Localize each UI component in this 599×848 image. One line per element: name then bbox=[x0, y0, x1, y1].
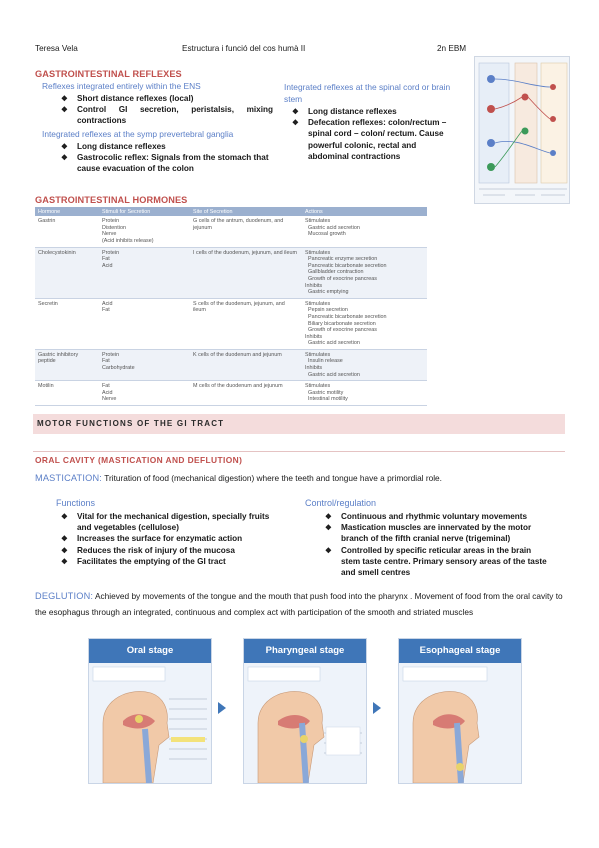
table-cell: S cells of the duodenum, jejunum, and il… bbox=[190, 298, 302, 350]
pharyngeal-stage-illustration bbox=[247, 666, 362, 784]
deglution-text: Achieved by movements of the tongue and … bbox=[35, 591, 563, 617]
list-item: Gastrocolic reflex: Signals from the sto… bbox=[61, 152, 273, 174]
motor-functions-title: MOTOR FUNCTIONS OF THE GI TRACT bbox=[37, 419, 225, 428]
stage-title: Esophageal stage bbox=[399, 639, 521, 663]
functions-subtitle: Functions bbox=[56, 498, 96, 508]
mastication-paragraph: MASTICATION: Trituration of food (mechan… bbox=[35, 471, 565, 486]
table-cell: Stimulates Gastric motility Intestinal m… bbox=[302, 380, 427, 407]
spinal-list: Long distance reflexes Defecation reflex… bbox=[292, 106, 448, 162]
motor-functions-bar: MOTOR FUNCTIONS OF THE GI TRACT bbox=[33, 414, 565, 434]
list-item: Continuous and rhythmic voluntary moveme… bbox=[325, 511, 550, 522]
course-year: 2n EBM bbox=[437, 44, 467, 53]
column-header: Site of Secretion bbox=[190, 207, 302, 217]
table-cell: Gastrin bbox=[35, 216, 99, 248]
table-cell: Stimulates Pancreatic enzyme secretion P… bbox=[302, 247, 427, 299]
list-item: Long distance reflexes bbox=[61, 141, 273, 152]
pharyngeal-stage-panel: Pharyngeal stage bbox=[243, 638, 367, 784]
list-item: Reduces the risk of injury of the mucosa bbox=[61, 545, 285, 556]
list-item: Short distance reflexes (local) bbox=[61, 93, 273, 104]
deglution-paragraph: DEGLUTION: Achieved by movements of the … bbox=[35, 589, 565, 620]
control-list: Continuous and rhythmic voluntary moveme… bbox=[325, 511, 550, 578]
column-header: Hormone bbox=[35, 207, 99, 217]
symp-subtitle: Integrated reflexes at the symp preverte… bbox=[42, 129, 234, 139]
author-name: Teresa Vela bbox=[35, 44, 78, 53]
column-header: Stimuli for Secretion bbox=[99, 207, 190, 217]
list-item: Vital for the mechanical digestion, spec… bbox=[61, 511, 285, 533]
gi-reflexes-title: GASTROINTESTINAL REFLEXES bbox=[35, 69, 182, 79]
table-cell: M cells of the duodenum and jejunum bbox=[190, 380, 302, 407]
list-item: Mastication muscles are innervated by th… bbox=[325, 522, 550, 544]
hormones-table: Hormone Stimuli for Secretion Site of Se… bbox=[35, 207, 427, 407]
table-cell: Fat Acid Nerve bbox=[99, 380, 190, 407]
functions-list: Vital for the mechanical digestion, spec… bbox=[61, 511, 285, 567]
list-item: Control GI secretion, peristalsis, mixin… bbox=[61, 104, 273, 126]
section-divider bbox=[33, 451, 565, 452]
deglution-label: DEGLUTION: bbox=[35, 591, 94, 601]
arrow-right-icon bbox=[218, 702, 226, 714]
table-cell: Gastric inhibitory peptide bbox=[35, 349, 99, 382]
table-cell: G cells of the antrum, duodenum, and jej… bbox=[190, 216, 302, 248]
symp-list: Long distance reflexes Gastrocolic refle… bbox=[61, 141, 273, 175]
swallowing-stages-figure: Oral stage Pharyngeal stage bbox=[88, 638, 522, 784]
column-header: Actions bbox=[302, 207, 427, 217]
oral-cavity-title: ORAL CAVITY (MASTICATION AND DEFLUTION) bbox=[35, 455, 243, 465]
list-item: Defecation reflexes: colon/rectum – spin… bbox=[292, 117, 448, 162]
reflex-pathway-illustration bbox=[478, 62, 568, 196]
table-cell: Cholecystokinin bbox=[35, 247, 99, 299]
table-cell: Stimulates Insulin release Inhibits Gast… bbox=[302, 349, 427, 382]
table-cell: Motilin bbox=[35, 380, 99, 407]
table-cell: Stimulates Pepsin secretion Pancreatic b… bbox=[302, 298, 427, 350]
table-cell: Acid Fat bbox=[99, 298, 190, 350]
mastication-text: Trituration of food (mechanical digestio… bbox=[102, 473, 442, 483]
spinal-subtitle: Integrated reflexes at the spinal cord o… bbox=[284, 82, 451, 104]
table-cell: Stimulates Gastric acid secretion Mucosa… bbox=[302, 216, 427, 248]
list-item: Increases the surface for enzymatic acti… bbox=[61, 533, 285, 544]
table-cell: I cells of the duodenum, jejunum, and il… bbox=[190, 247, 302, 299]
oral-stage-panel: Oral stage bbox=[88, 638, 212, 784]
ens-list: Short distance reflexes (local) Control … bbox=[61, 93, 273, 127]
course-name: Estructura i funció del cos humà II bbox=[182, 44, 306, 53]
stage-title: Oral stage bbox=[89, 639, 211, 663]
list-item: Long distance reflexes bbox=[292, 106, 448, 117]
table-cell: Secretin bbox=[35, 298, 99, 350]
esophageal-stage-panel: Esophageal stage bbox=[398, 638, 522, 784]
arrow-right-icon bbox=[373, 702, 381, 714]
reflex-pathway-diagram bbox=[474, 56, 570, 204]
table-cell: Protein Distention Nerve (Acid inhibits … bbox=[99, 216, 190, 248]
table-cell: K cells of the duodenum and jejunum bbox=[190, 349, 302, 382]
oral-stage-illustration bbox=[92, 666, 207, 784]
stage-title: Pharyngeal stage bbox=[244, 639, 366, 663]
mastication-label: MASTICATION: bbox=[35, 473, 103, 483]
ens-subtitle: Reflexes integrated entirely within the … bbox=[42, 81, 201, 91]
esophageal-stage-illustration bbox=[402, 666, 488, 784]
gi-hormones-title: GASTROINTESTINAL HORMONES bbox=[35, 195, 188, 205]
table-cell: Protein Fat Carbohydrate bbox=[99, 349, 190, 382]
control-subtitle: Control/regulation bbox=[305, 498, 377, 508]
list-item: Facilitates the emptying of the GI tract bbox=[61, 556, 285, 567]
list-item: Controlled by specific reticular areas i… bbox=[325, 545, 550, 579]
page-header: Teresa Vela Estructura i funció del cos … bbox=[35, 44, 565, 56]
table-cell: Protein Fat Acid bbox=[99, 247, 190, 299]
